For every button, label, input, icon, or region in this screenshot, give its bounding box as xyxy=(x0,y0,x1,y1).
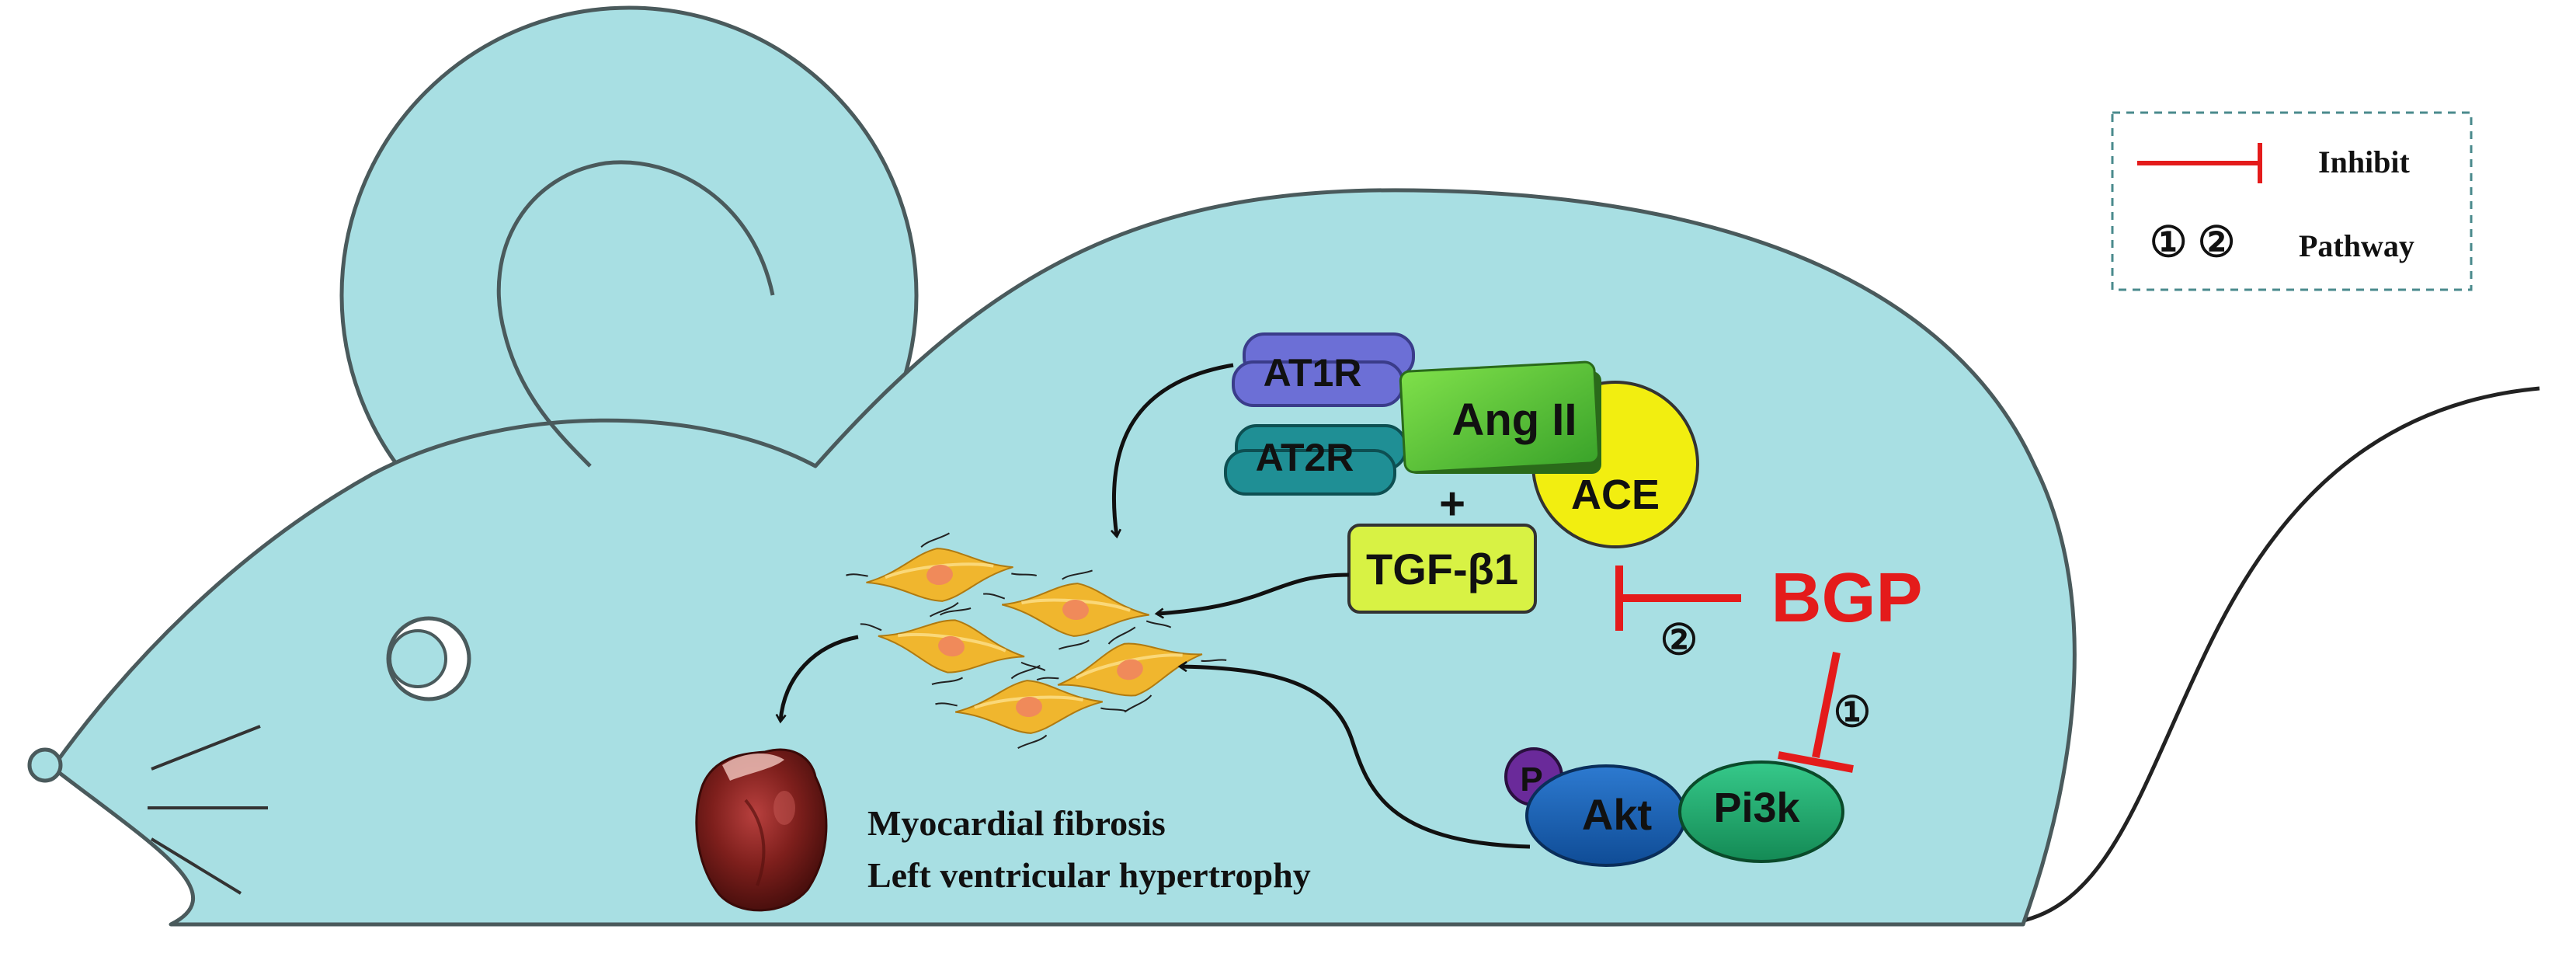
pathway-2-marker: ② xyxy=(1660,617,1698,663)
inhibit-bar-icon xyxy=(1778,751,1854,773)
legend-inhibit-label: Inhibit xyxy=(2318,144,2411,179)
ang-ii-peptide: Ang II xyxy=(1399,360,1601,474)
tgf-beta1-box: TGF-β1 xyxy=(1347,524,1537,614)
legend: Inhibit ① ② Pathway xyxy=(2111,111,2473,291)
at2r-receptor: AT2R xyxy=(1224,424,1407,496)
ang-ii-label: Ang II xyxy=(1451,395,1577,445)
mouse-tail xyxy=(2011,386,2540,925)
arrow-tgf-to-fibroblasts xyxy=(1157,573,1350,614)
tgf-beta1-label: TGF-β1 xyxy=(1366,545,1518,593)
pi3k-label: Pi3k xyxy=(1713,785,1800,831)
mouse-whisker xyxy=(150,837,242,895)
plus-sign: + xyxy=(1439,479,1465,529)
mouse-nose xyxy=(27,747,63,783)
arrow-fibroblasts-to-heart xyxy=(780,635,859,721)
mouse-eye-inner xyxy=(388,629,447,688)
arrow-akt-to-fibroblasts xyxy=(1180,666,1531,849)
legend-box xyxy=(2111,111,2473,291)
at2r-label: AT2R xyxy=(1256,436,1354,479)
mouse-inner-ear xyxy=(496,160,775,468)
arrow-at1r-to-fibroblasts xyxy=(1114,363,1234,536)
pathway-1-marker: ① xyxy=(1834,689,1871,736)
akt-kinase: Akt xyxy=(1525,764,1687,867)
inhibit-arrow-icon xyxy=(1812,652,1841,758)
akt-label: Akt xyxy=(1582,790,1652,839)
outcome-line-1: Myocardial fibrosis xyxy=(867,803,1166,843)
mouse-whisker xyxy=(151,725,261,771)
heart-photo xyxy=(695,748,828,912)
legend-pathway-label: Pathway xyxy=(2299,228,2414,263)
pi3k-kinase: Pi3k xyxy=(1678,760,1844,863)
at1r-receptor: AT1R xyxy=(1232,332,1415,407)
outcome-line-2: Left ventricular hypertrophy xyxy=(867,855,1311,895)
at1r-label: AT1R xyxy=(1264,351,1362,395)
bgp-label: BGP xyxy=(1771,559,1922,637)
ace-label: ACE xyxy=(1571,472,1660,518)
legend-pathway-symbols: ① ② xyxy=(2150,219,2235,266)
